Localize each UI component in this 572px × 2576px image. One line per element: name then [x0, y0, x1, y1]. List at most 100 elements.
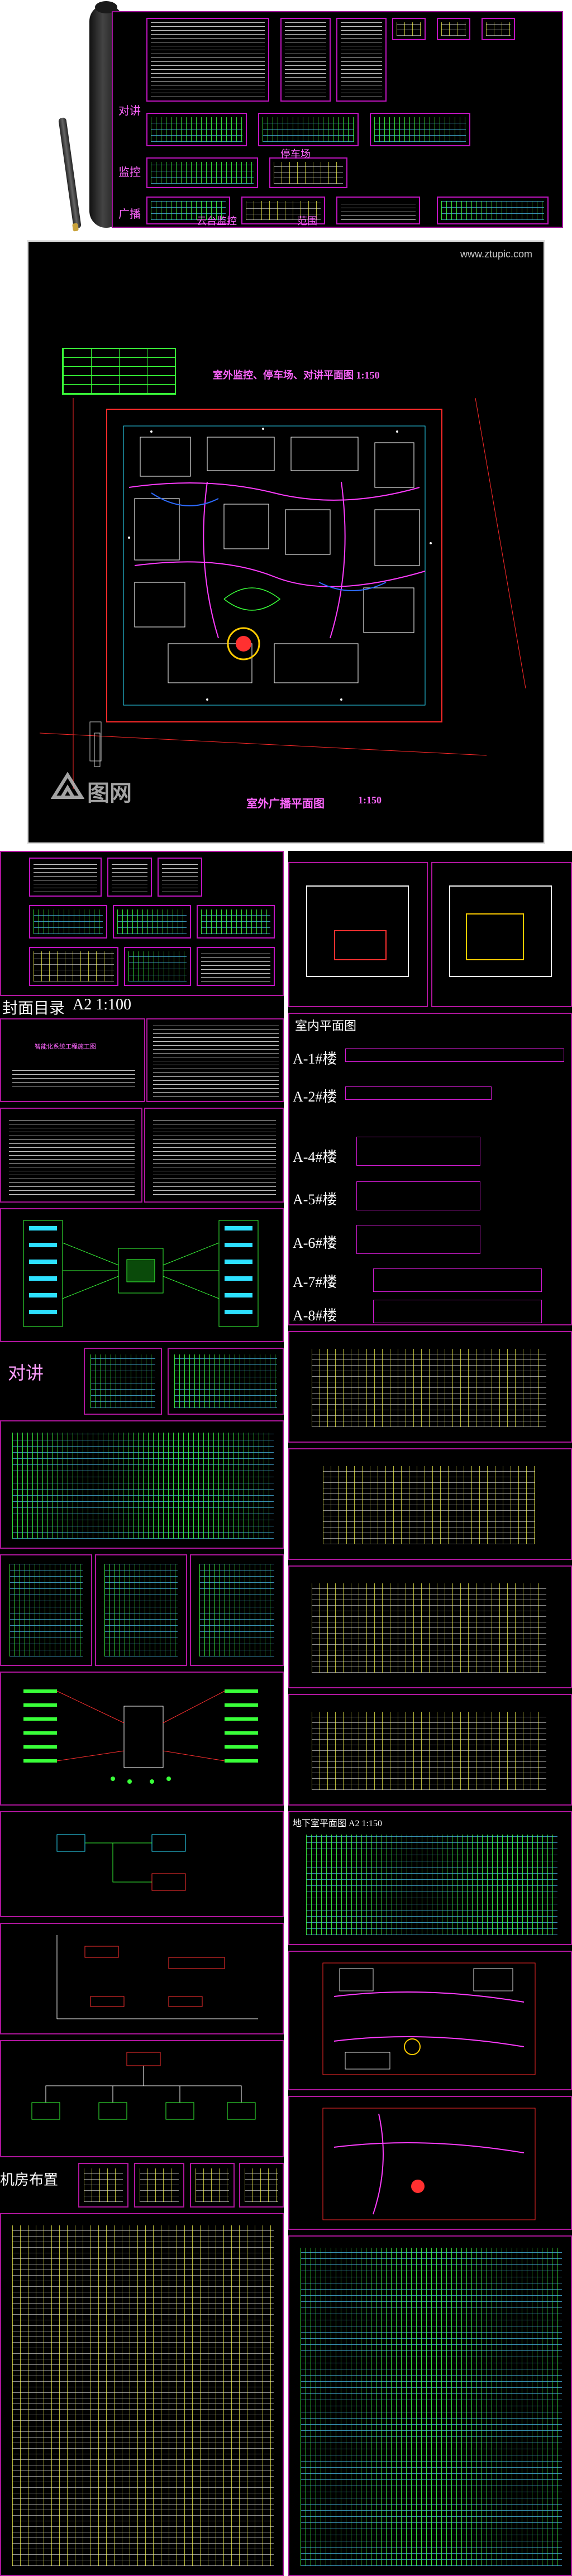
pen-icon	[58, 117, 82, 229]
indoor-plan-title: 室内平面图	[295, 1019, 357, 1033]
intercom-riser-2	[168, 1348, 284, 1415]
thumb-riser-1	[146, 113, 247, 146]
thumb	[113, 905, 191, 939]
cover-lines	[12, 1070, 135, 1086]
site-legend-table	[62, 348, 176, 395]
barrier-sheet	[0, 1923, 284, 2034]
machine-room-section: 机房布置	[0, 2163, 284, 2208]
thumb-riser-3	[370, 113, 470, 146]
parking-system-sheet	[0, 1811, 284, 1917]
site-plan-title-monitor: 室外监控、停车场、对讲平面图 1:150	[213, 370, 380, 381]
cover-title: 封面目录	[2, 1000, 65, 1017]
monitor-system-sheet	[0, 1672, 284, 1806]
floor-strip-a5	[356, 1181, 480, 1210]
cover-sheet-title: 智能化系统工程施工图	[35, 1043, 96, 1050]
thumb	[29, 947, 118, 986]
basement-plan-sheet: 地下室平面图 A2 1:150	[288, 1811, 572, 1945]
intercom-section: 对讲	[0, 1348, 284, 1415]
room-equipment	[334, 930, 387, 960]
logo-text: 图网	[87, 781, 132, 806]
floor-plan	[312, 1583, 546, 1673]
basement-plan	[306, 1835, 557, 1935]
building-label-a2: A-2#楼	[293, 1089, 337, 1105]
thumb-legend-2	[437, 18, 470, 40]
site-plan-small-2	[288, 2096, 572, 2230]
thumb	[158, 858, 202, 897]
label-intercom: 对讲	[118, 105, 141, 117]
floor-plan-sheet-4	[288, 1694, 572, 1806]
thumb-parking	[269, 157, 347, 188]
monitor-system-diagram	[23, 1689, 258, 1784]
site-plan-title-broadcast: 室外广播平面图	[246, 798, 325, 810]
thumb-cover	[146, 18, 269, 102]
floor-strip-a2	[345, 1086, 492, 1100]
thumb-extra	[437, 197, 549, 224]
room-thumb	[239, 2163, 284, 2208]
building-label-a4: A-4#楼	[293, 1149, 337, 1165]
intercom-riser-sheet	[0, 1420, 284, 1549]
site-plan-small-1	[288, 1951, 572, 2090]
building-label-a5: A-5#楼	[293, 1191, 337, 1208]
thumb	[124, 947, 191, 986]
parking-diagram	[56, 1834, 186, 1891]
watermark-url: www.ztupic.com	[460, 248, 532, 260]
drawing-list-table	[153, 1025, 279, 1097]
label-ptz-monitor: 云台监控	[197, 216, 237, 227]
site-plan-logo	[51, 772, 84, 800]
thumb-riser-2	[258, 113, 359, 146]
cover-heading: 封面目录 A2 1:100	[0, 996, 284, 1018]
building-label-a7: A-7#楼	[293, 1274, 337, 1290]
thumb	[29, 905, 107, 939]
room-plan-sheet-1	[288, 862, 428, 1007]
room-equipment	[466, 913, 524, 960]
thumb	[107, 858, 152, 897]
floor-strip-a8	[373, 1300, 542, 1323]
bottom-right-sheet	[288, 2235, 572, 2576]
basement-title: 地下室平面图 A2 1:150	[293, 1819, 383, 1828]
riser-lines	[12, 1433, 274, 1539]
site-plan-small-drawing	[322, 1962, 536, 2075]
floor-plan-sheet-1	[288, 1331, 572, 1443]
right-column: 室内平面图 A-1#楼 A-2#楼 A-4#楼 A-5#楼 A-6#楼 A-7#…	[288, 851, 572, 2576]
roll-cap-top	[95, 1, 117, 13]
floor-plan-sheet-3	[288, 1565, 572, 1688]
notes-sheet-2	[144, 1108, 284, 1203]
room-outline	[449, 885, 552, 977]
riser-sheet-b	[95, 1554, 187, 1666]
site-plan-drawing	[40, 398, 526, 789]
broadcast-system-sheet	[0, 2040, 284, 2157]
floor-plan	[323, 1466, 535, 1544]
thumb-notes	[280, 18, 331, 102]
machine-room-label: 机房布置	[0, 2172, 59, 2188]
floor-strip-a4	[356, 1137, 480, 1166]
riser-sheet-c	[190, 1554, 284, 1666]
thumb-ptz	[241, 197, 325, 224]
thumb-legend-3	[482, 18, 515, 40]
thumb	[29, 858, 102, 897]
floor-strip-a7	[373, 1268, 542, 1292]
drawing-list-sheet	[146, 1018, 284, 1102]
site-plan-small-drawing	[322, 2108, 536, 2220]
pen-tip	[72, 223, 79, 232]
bottom-left-sheet	[0, 2213, 284, 2576]
thumb	[197, 947, 275, 986]
thumb-legend	[392, 18, 426, 40]
notes-text	[153, 1117, 276, 1195]
system-diagram-sheet	[0, 1208, 284, 1342]
notes-text	[9, 1117, 135, 1195]
thumb	[197, 905, 275, 939]
building-label-a1: A-1#楼	[293, 1051, 337, 1067]
thumb-range	[336, 197, 420, 224]
floor-strip-a6	[356, 1225, 480, 1254]
site-plan-title-broadcast-scale: 1:150	[358, 794, 382, 806]
floor-strip-a1	[345, 1048, 564, 1062]
cover-scale: A2 1:100	[73, 996, 131, 1013]
system-diagram	[23, 1220, 259, 1327]
label-range: 范围	[297, 216, 317, 227]
floor-plan	[312, 1349, 546, 1427]
logo-icon	[51, 772, 84, 799]
floor-plan	[312, 1712, 546, 1790]
room-outline	[306, 885, 409, 977]
room-detail	[12, 2225, 274, 2566]
floor-plan-sheet-2	[288, 1448, 572, 1560]
